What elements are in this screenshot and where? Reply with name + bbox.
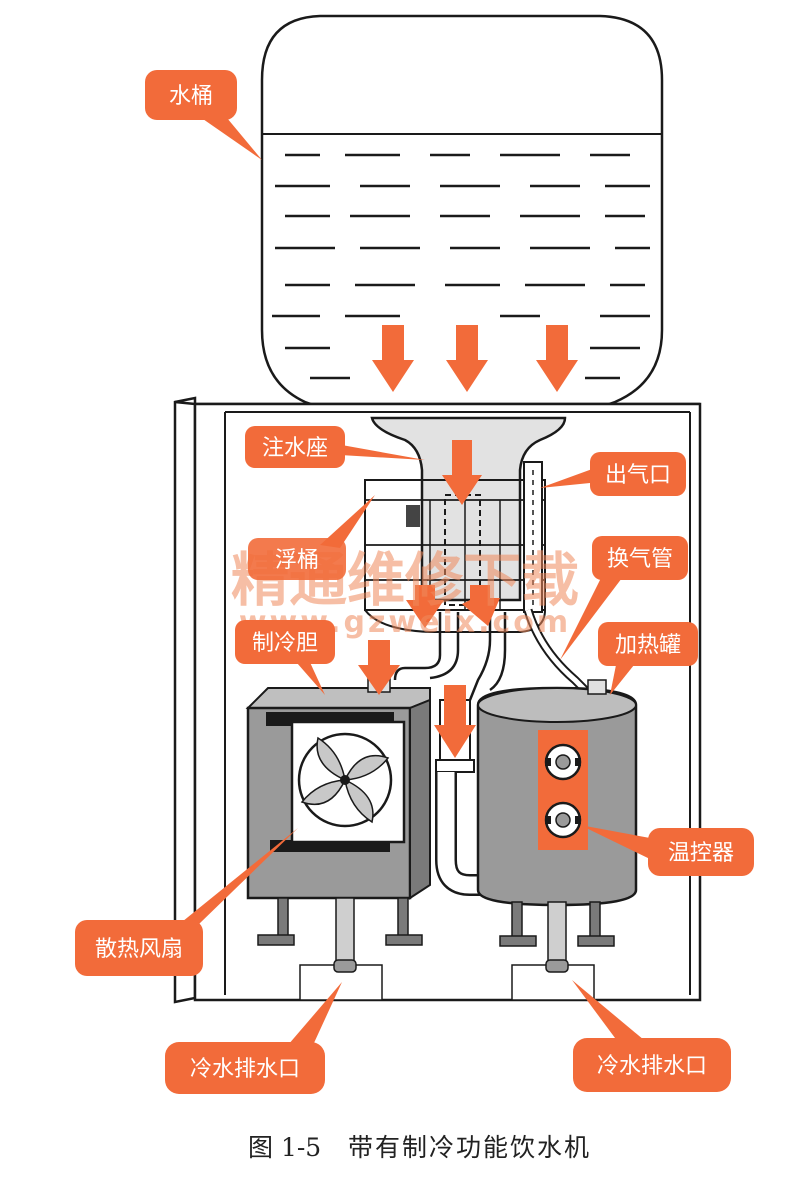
label-air-outlet: 出气口 <box>605 463 671 488</box>
callout-cooling-fan: 散热风扇 <box>75 828 298 976</box>
callout-float-bucket: 浮桶 <box>248 495 375 580</box>
callout-water-bucket: 水桶 <box>145 70 262 160</box>
label-vent-pipe: 换气管 <box>607 547 673 572</box>
callout-drain-right: 冷水排水口 <box>572 980 731 1092</box>
callout-water-seat: 注水座 <box>245 426 425 468</box>
caption-figure-number: 图 1-5 <box>248 1133 321 1162</box>
arrow-down-icon <box>462 585 500 626</box>
thermostat-icon <box>544 743 582 781</box>
label-float-bucket: 浮桶 <box>275 548 319 573</box>
flow-arrows <box>358 325 578 758</box>
label-thermostat: 温控器 <box>668 841 734 866</box>
label-drain-right: 冷水排水口 <box>597 1054 707 1079</box>
label-water-bucket: 水桶 <box>169 84 213 109</box>
pipes <box>393 612 507 701</box>
fan-icon <box>297 732 393 828</box>
callout-drain-left: 冷水排水口 <box>165 982 342 1094</box>
vent-pipe <box>523 461 589 694</box>
thermostat-icon <box>544 801 582 839</box>
label-cooling-fan: 散热风扇 <box>95 937 183 962</box>
callout-vent-pipe: 换气管 <box>560 536 688 660</box>
callout-heating-tank: 加热罐 <box>598 622 698 695</box>
cooling-tank-legs <box>257 897 423 979</box>
label-drain-left: 冷水排水口 <box>190 1057 300 1082</box>
arrow-down-icon <box>372 325 414 392</box>
label-cooling-tank: 制冷胆 <box>252 631 318 656</box>
label-water-seat: 注水座 <box>262 436 328 461</box>
arrow-down-icon <box>358 640 400 695</box>
drain-blocks <box>299 959 595 1001</box>
thermostat-panel <box>538 730 588 850</box>
figure-caption: 图 1-5 带有制冷功能饮水机 <box>248 1133 591 1162</box>
arrow-down-icon <box>446 325 488 392</box>
caption-title: 带有制冷功能饮水机 <box>348 1133 591 1162</box>
water-bucket <box>260 14 664 428</box>
water-level-lines <box>272 153 650 380</box>
callout-air-outlet: 出气口 <box>540 452 686 496</box>
arrow-down-icon <box>536 325 578 392</box>
callout-thermostat: 温控器 <box>580 825 754 876</box>
arrow-down-icon <box>406 585 444 628</box>
cooling-tank <box>245 677 431 979</box>
callout-cooling-tank: 制冷胆 <box>235 620 335 695</box>
arrow-down-icon <box>442 440 482 505</box>
arrow-down-icon <box>434 685 476 758</box>
label-heating-tank: 加热罐 <box>615 633 681 658</box>
